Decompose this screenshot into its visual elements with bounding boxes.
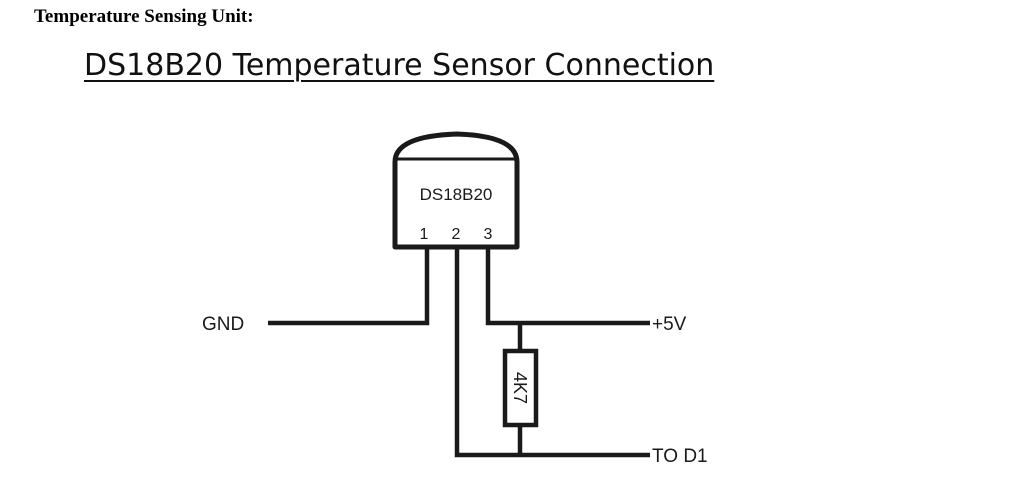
pin-3-label: 3 <box>484 226 493 243</box>
diagram-title: DS18B20 Temperature Sensor Connection <box>84 48 715 83</box>
pin-1-label: 1 <box>420 226 429 243</box>
gnd-label: GND <box>202 314 244 335</box>
data-out-label: TO D1 <box>652 446 708 467</box>
sensor-label: DS18B20 <box>420 185 493 204</box>
sensor-package <box>392 131 520 250</box>
data-wire <box>454 247 650 458</box>
section-title: Temperature Sensing Unit: <box>34 6 254 27</box>
vcc-wire <box>485 247 650 326</box>
resistor-label: 4K7 <box>510 372 530 404</box>
gnd-wire <box>268 247 430 326</box>
pin-2-label: 2 <box>452 226 461 243</box>
vcc-label: +5V <box>652 314 687 335</box>
